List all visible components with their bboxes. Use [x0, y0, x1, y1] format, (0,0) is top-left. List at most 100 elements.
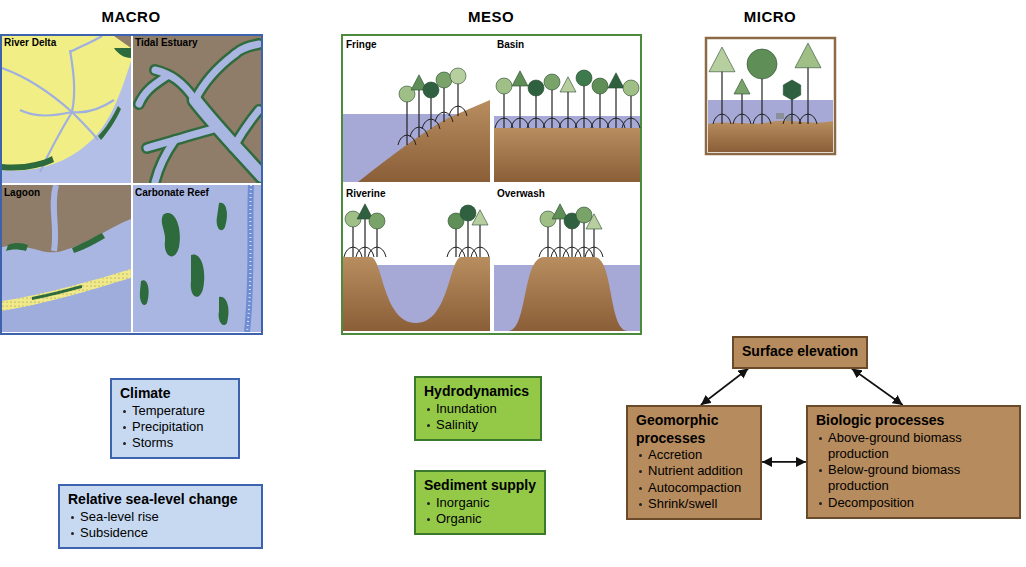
fringe: [235, 44, 259, 54]
tree-canopy: [528, 80, 544, 96]
tree-trunk: [559, 213, 560, 257]
basin-section: [494, 36, 641, 182]
bullet-dot: [639, 487, 642, 490]
prop-root: [792, 114, 801, 124]
prop-root: [407, 135, 416, 145]
soil: [358, 100, 490, 182]
prop-root: [410, 127, 419, 137]
prop-root: [591, 118, 600, 128]
process-box: Biologic processesAbove-ground biomass p…: [806, 405, 1021, 519]
mangrove-tree: [733, 79, 751, 124]
prop-root: [594, 247, 603, 257]
prop-root: [447, 247, 456, 257]
tidal-estuary-map: [133, 36, 262, 183]
panel-label: Basin: [497, 39, 524, 51]
prop-root: [742, 114, 751, 124]
channel: [155, 70, 195, 100]
tree-canopy: [586, 214, 602, 229]
prop-root: [480, 247, 489, 257]
mangrove-tree: [543, 74, 561, 128]
ocean: [2, 278, 131, 332]
prop-root: [368, 247, 377, 257]
mangrove-tree: [511, 71, 529, 128]
panel-label: Riverine: [346, 188, 385, 200]
prop-root: [422, 119, 431, 129]
feedback-arrow: [762, 461, 806, 463]
box-heading: Relative sea-level change: [68, 491, 253, 509]
mangrove-island: [191, 254, 205, 296]
tree-trunk: [418, 84, 419, 137]
land: [133, 36, 262, 183]
channel: [20, 110, 72, 116]
bullet-dot: [123, 410, 126, 413]
factor-item: Decomposition: [816, 495, 1011, 511]
scale-heading: MACRO: [101, 8, 160, 26]
prop-root: [622, 118, 631, 128]
tree-canopy: [450, 68, 466, 84]
tree-canopy: [460, 205, 476, 221]
setting-box: HydrodynamicsInundationSalinity: [414, 376, 542, 441]
estuary-water: [139, 44, 262, 182]
bullet-dot: [639, 503, 642, 506]
mangrove-island: [140, 280, 149, 305]
tree-canopy: [544, 74, 560, 90]
feedback-arrow: [852, 369, 903, 406]
mangrove-tree: [368, 213, 386, 257]
mangrove-tree: [551, 204, 569, 257]
process-box: Geomorphic processesAccretionNutrient ad…: [626, 405, 762, 520]
prop-root: [713, 114, 722, 124]
channel: [2, 68, 98, 140]
channel: [72, 100, 114, 112]
sky: [494, 185, 641, 331]
mangrove-tree: [783, 80, 801, 124]
lagoon-water: [2, 219, 131, 332]
tree-canopy: [472, 210, 488, 225]
feedback-arrow: [701, 369, 749, 406]
mangrove-tree: [559, 77, 577, 128]
mangrove-tree: [591, 78, 609, 128]
mangrove-tree: [709, 47, 735, 124]
factor-item: Nutrient addition: [636, 463, 752, 479]
carbonate-reef-map: [133, 185, 262, 332]
factor-item: Sea-level rise: [68, 509, 253, 525]
factor-item: Storms: [120, 435, 230, 451]
bullet-dot: [639, 454, 642, 457]
mangrove-tree: [422, 82, 440, 129]
box-heading: Surface elevation: [742, 343, 858, 361]
panel-label: Overwash: [497, 188, 545, 200]
tree-canopy: [496, 78, 512, 94]
mangrove-patch: [114, 48, 131, 58]
prop-root: [511, 118, 520, 128]
prop-root: [722, 114, 731, 124]
tree-canopy: [423, 82, 439, 98]
factor-item: Inorganic: [424, 495, 536, 511]
factor-item: Autocompaction: [636, 480, 752, 496]
channel: [195, 100, 262, 176]
land: [2, 185, 131, 332]
channel: [147, 128, 217, 148]
bullet-dot: [123, 426, 126, 429]
prop-root: [344, 247, 353, 257]
prop-root: [607, 118, 616, 128]
sky: [494, 36, 641, 182]
tree-canopy: [512, 71, 528, 86]
mangrove-tree: [435, 72, 453, 122]
tree-canopy: [783, 80, 800, 100]
prop-root: [419, 127, 428, 137]
prop-root: [551, 247, 560, 257]
bullet-dot: [427, 518, 430, 521]
fringe: [139, 76, 167, 104]
prop-root: [543, 118, 552, 128]
river: [54, 185, 56, 251]
prop-root: [585, 247, 594, 257]
prop-root: [584, 247, 593, 257]
mangrove-trees: [344, 43, 821, 257]
lagoon-map: [2, 185, 131, 332]
tree-canopy: [560, 77, 576, 92]
factor-item: Accretion: [636, 447, 752, 463]
riverine-section: [343, 185, 490, 331]
mangrove-tree: [585, 214, 603, 257]
mangrove-tree: [471, 210, 489, 257]
reef-crest: [247, 185, 251, 332]
mangrove-patch: [72, 233, 105, 253]
